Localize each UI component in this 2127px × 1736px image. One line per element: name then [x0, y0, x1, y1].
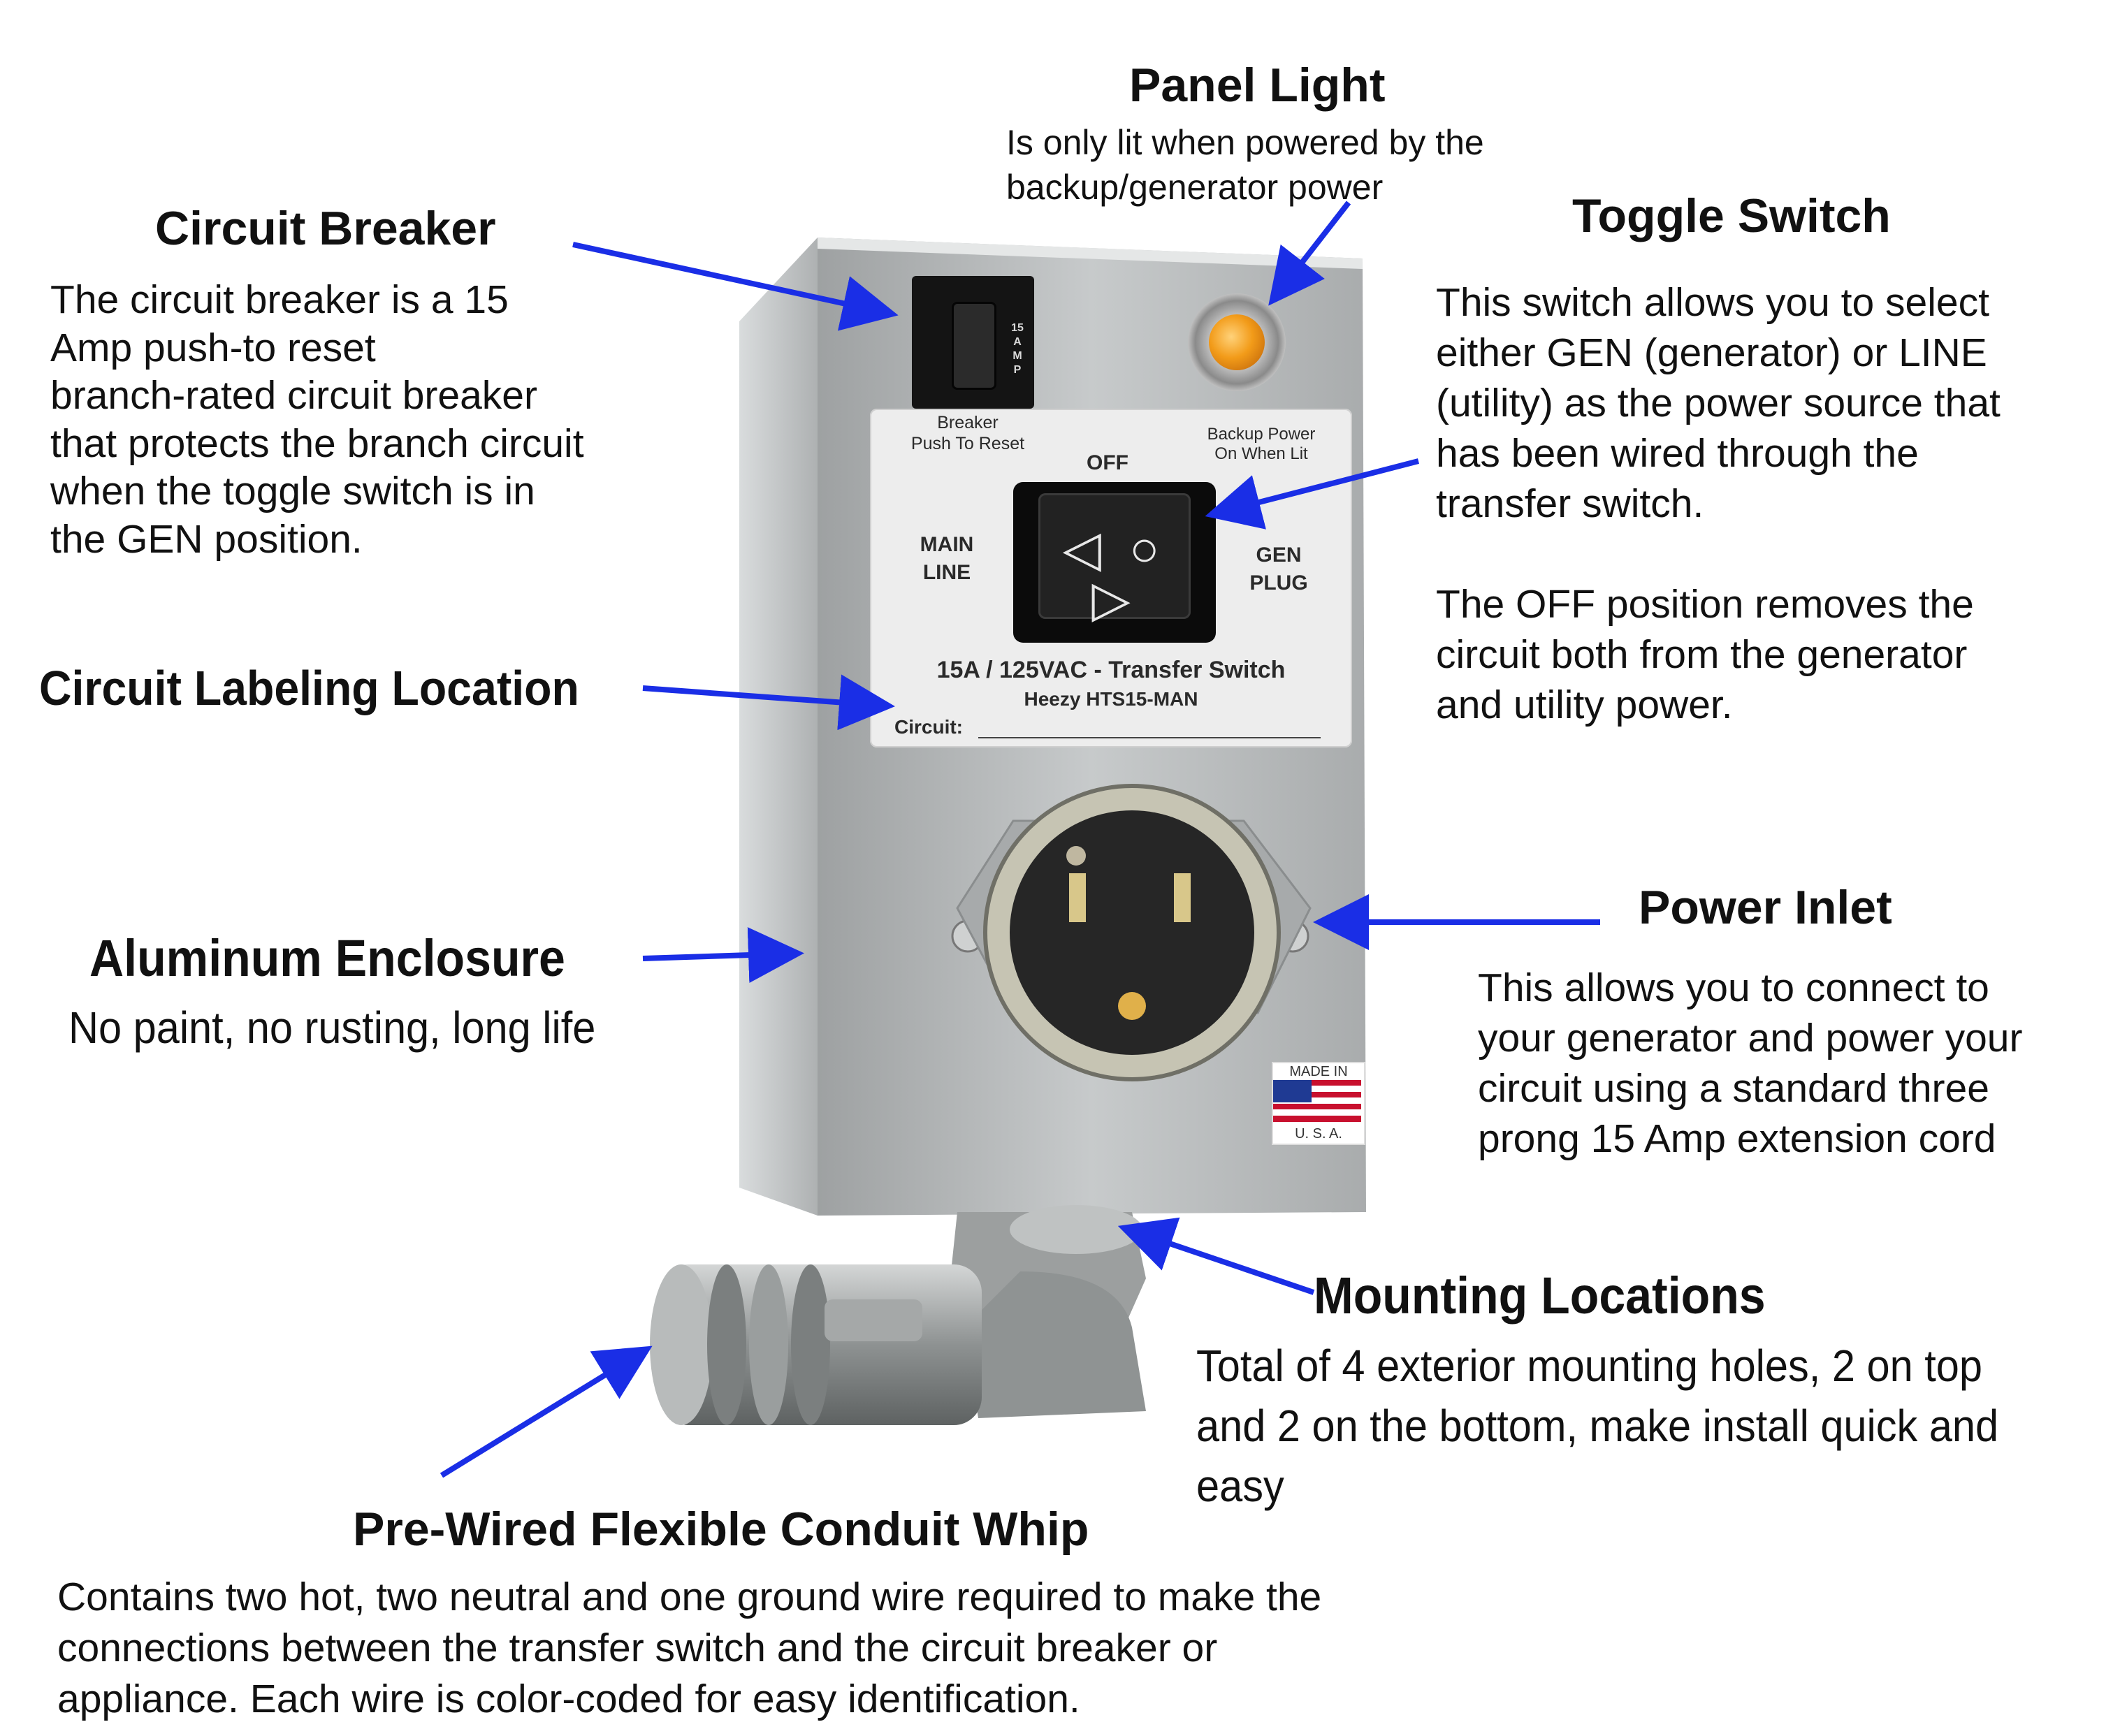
us-flag-icon — [1273, 1080, 1361, 1122]
circuit-write-line — [978, 737, 1321, 738]
conduit-whip-desc: Contains two hot, two neutral and one gr… — [57, 1575, 1322, 1721]
toggle-switch-rocker[interactable] — [1038, 493, 1191, 619]
arrow-panel-light — [1268, 200, 1351, 306]
panel-light-desc: Is only lit when powered by the backup/g… — [1006, 123, 1484, 207]
breaker-amp-label: 15 A M P — [1011, 322, 1024, 376]
circuit-breaker-title: Circuit Breaker — [155, 202, 496, 255]
conduit-whip-title: Pre-Wired Flexible Conduit Whip — [353, 1503, 1089, 1556]
main-line-label: MAIN LINE — [920, 533, 974, 584]
arrow-circuit-labeling — [642, 674, 895, 731]
toggle-position-icons: ◁ ○ ▷ — [1062, 521, 1167, 627]
arrow-aluminum-enclosure — [642, 927, 804, 984]
mounting-locations-desc: Total of 4 exterior mounting holes, 2 on… — [1196, 1341, 1999, 1511]
arrow-toggle-switch — [1205, 458, 1420, 530]
power-inlet-title: Power Inlet — [1639, 881, 1892, 934]
gen-plug-label: GEN PLUG — [1249, 544, 1308, 595]
toggle-switch-desc: This switch allows you to select either … — [1436, 280, 2001, 727]
breaker-label: Breaker Push To Reset — [910, 413, 1025, 453]
circuit-labeling-title: Circuit Labeling Location — [39, 661, 579, 715]
off-label: OFF — [1087, 451, 1128, 474]
made-in-label: MADE IN — [1289, 1064, 1348, 1079]
power-inlet-desc: This allows you to connect to your gener… — [1478, 965, 2023, 1161]
usa-label: U. S. A. — [1295, 1126, 1342, 1141]
aluminum-enclosure-title: Aluminum Enclosure — [89, 929, 565, 987]
toggle-switch-title: Toggle Switch — [1572, 189, 1891, 242]
circuit-field-label: Circuit: — [894, 716, 963, 738]
lamp-label: Backup Power On When Lit — [1207, 425, 1316, 463]
made-in-usa-badge: MADE IN U. S. A. — [1272, 1062, 1365, 1145]
breaker-reset-button[interactable] — [952, 302, 996, 390]
model-label: Heezy HTS15-MAN — [1024, 688, 1198, 710]
panel-light-icon — [1209, 314, 1265, 370]
aluminum-enclosure-desc: No paint, no rusting, long life — [68, 1002, 596, 1053]
mounting-locations-title: Mounting Locations — [1314, 1267, 1766, 1325]
arrow-conduit-whip — [440, 1345, 653, 1478]
panel-light-title: Panel Light — [1129, 59, 1386, 112]
conduit-whip — [650, 1264, 982, 1425]
arrow-circuit-breaker — [572, 242, 899, 331]
arrow-mounting-locations — [1117, 1217, 1315, 1295]
rating-label: 15A / 125VAC - Transfer Switch — [936, 657, 1286, 683]
circuit-breaker-desc: The circuit breaker is a 15 Amp push-to … — [50, 277, 584, 562]
